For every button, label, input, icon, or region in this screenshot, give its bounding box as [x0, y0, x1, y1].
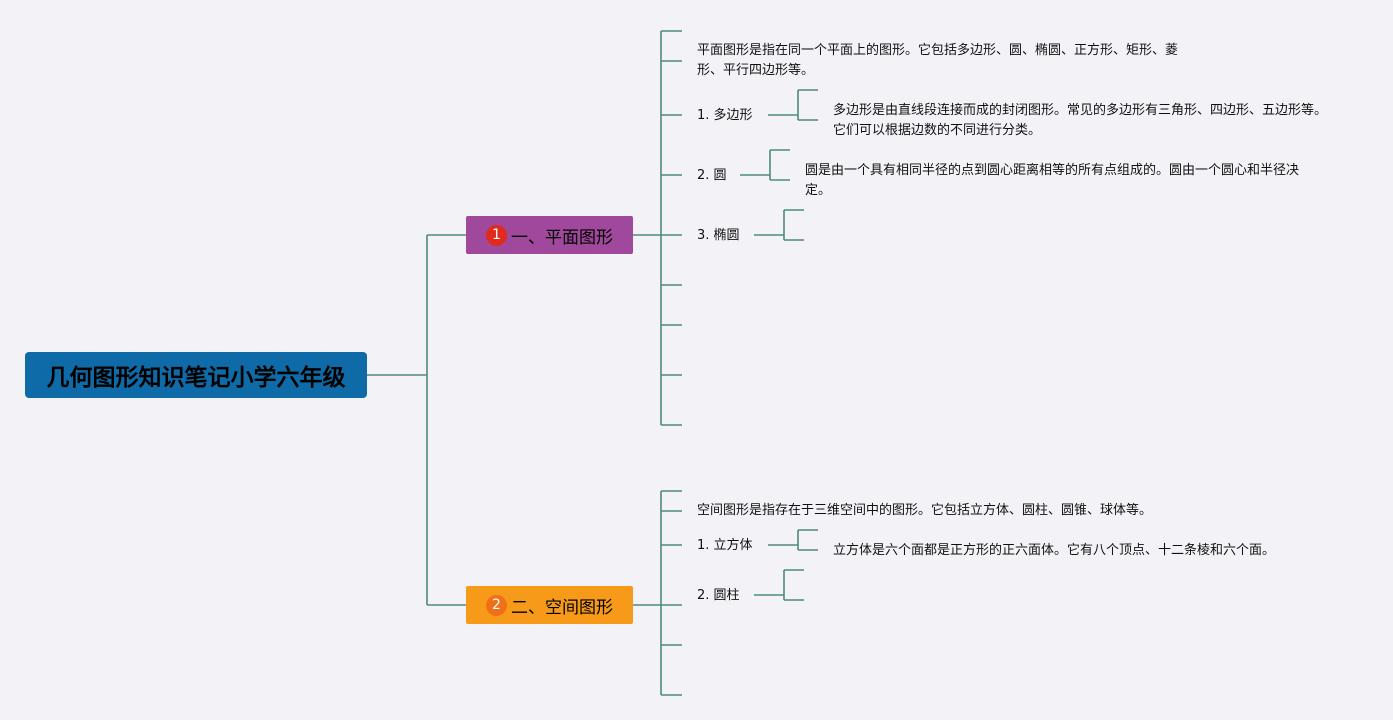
root-title: 几何图形知识笔记小学六年级 — [46, 365, 346, 391]
connector-polygon — [768, 89, 818, 121]
topic-cylinder[interactable]: 2. 圆柱 — [697, 588, 740, 603]
connector-circle — [740, 149, 790, 181]
number-badge-icon: 2 — [486, 594, 507, 616]
connector-ellipse — [754, 209, 804, 241]
branch-node-solid-figures[interactable]: 2 二、空间图形 — [466, 586, 633, 624]
topic-cube[interactable]: 1. 立方体 — [697, 538, 753, 553]
topic-polygon[interactable]: 1. 多边形 — [697, 108, 753, 123]
plane-figures-intro[interactable]: 平面图形是指在同一个平面上的图形。它包括多边形、圆、椭圆、正方形、矩形、菱形、平… — [697, 43, 1179, 78]
number-badge-icon: 1 — [486, 224, 507, 246]
connector-branch-2 — [633, 490, 682, 696]
topic-circle[interactable]: 2. 圆 — [697, 168, 727, 183]
polygon-description[interactable]: 多边形是由直线段连接而成的封闭图形。常见的多边形有三角形、四边形、五边形等。它们… — [833, 103, 1328, 138]
connector-branch-1 — [633, 30, 682, 426]
connector-root — [367, 234, 466, 606]
connector-cylinder — [754, 569, 804, 601]
branch-title: 二、空间图形 — [511, 597, 613, 618]
topic-ellipse[interactable]: 3. 椭圆 — [697, 228, 740, 243]
root-node[interactable]: 几何图形知识笔记小学六年级 — [25, 352, 367, 398]
circle-description[interactable]: 圆是由一个具有相同半径的点到圆心距离相等的所有点组成的。圆由一个圆心和半径决定。 — [805, 163, 1300, 198]
branch-node-plane-figures[interactable]: 1 一、平面图形 — [466, 216, 633, 254]
solid-figures-intro[interactable]: 空间图形是指存在于三维空间中的图形。它包括立方体、圆柱、圆锥、球体等。 — [697, 503, 1153, 518]
branch-title: 一、平面图形 — [511, 227, 613, 248]
cube-description[interactable]: 立方体是六个面都是正方形的正六面体。它有八个顶点、十二条棱和六个面。 — [833, 543, 1276, 558]
connector-cube — [768, 529, 818, 551]
